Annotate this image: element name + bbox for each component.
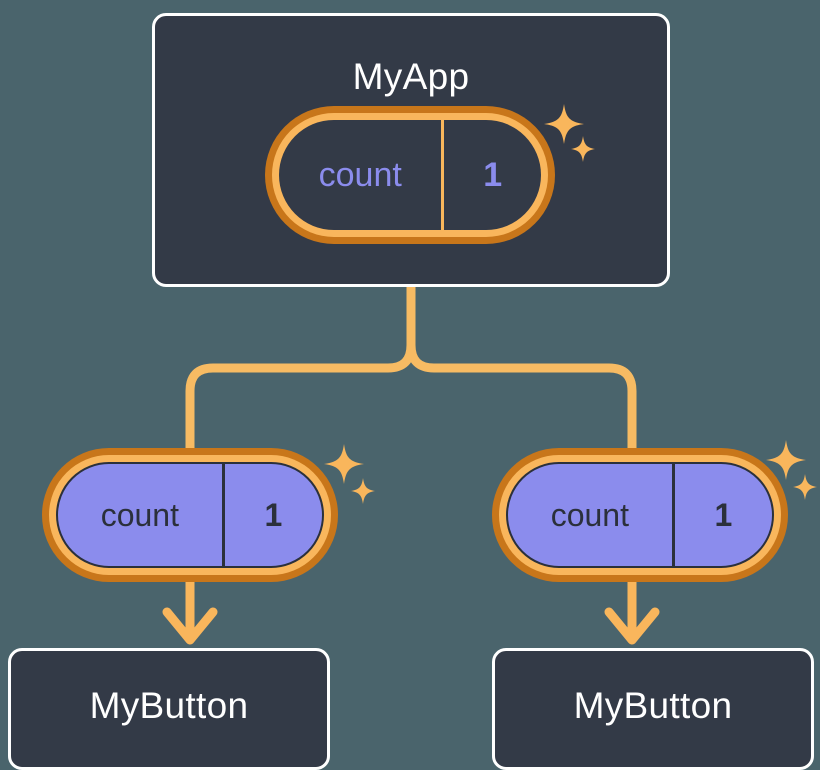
- state-key-label: count: [550, 496, 629, 533]
- state-key-label: count: [318, 155, 402, 194]
- state-pill-body: count 1: [56, 462, 324, 568]
- state-value-label: 1: [441, 120, 541, 230]
- state-pill-ring-inner: count 1: [49, 455, 331, 575]
- state-pill-body: count 1: [279, 120, 541, 230]
- component-label-mybutton: MyButton: [573, 685, 733, 726]
- component-label-myapp: MyApp: [352, 56, 470, 97]
- component-box-mybutton-left[interactable]: MyButton: [8, 648, 330, 770]
- state-pill-root[interactable]: count 1: [265, 106, 555, 244]
- state-pill-child-left[interactable]: count 1: [42, 448, 338, 582]
- state-pill-ring-inner: count 1: [499, 455, 781, 575]
- state-pill-ring-inner: count 1: [272, 113, 548, 237]
- state-value-label: 1: [671, 464, 772, 566]
- state-pill-child-right[interactable]: count 1: [492, 448, 788, 582]
- component-label-mybutton: MyButton: [89, 685, 249, 726]
- state-pill-body: count 1: [506, 462, 774, 568]
- component-box-mybutton-right[interactable]: MyButton: [492, 648, 814, 770]
- state-key-label: count: [100, 496, 179, 533]
- state-value-label: 1: [221, 464, 322, 566]
